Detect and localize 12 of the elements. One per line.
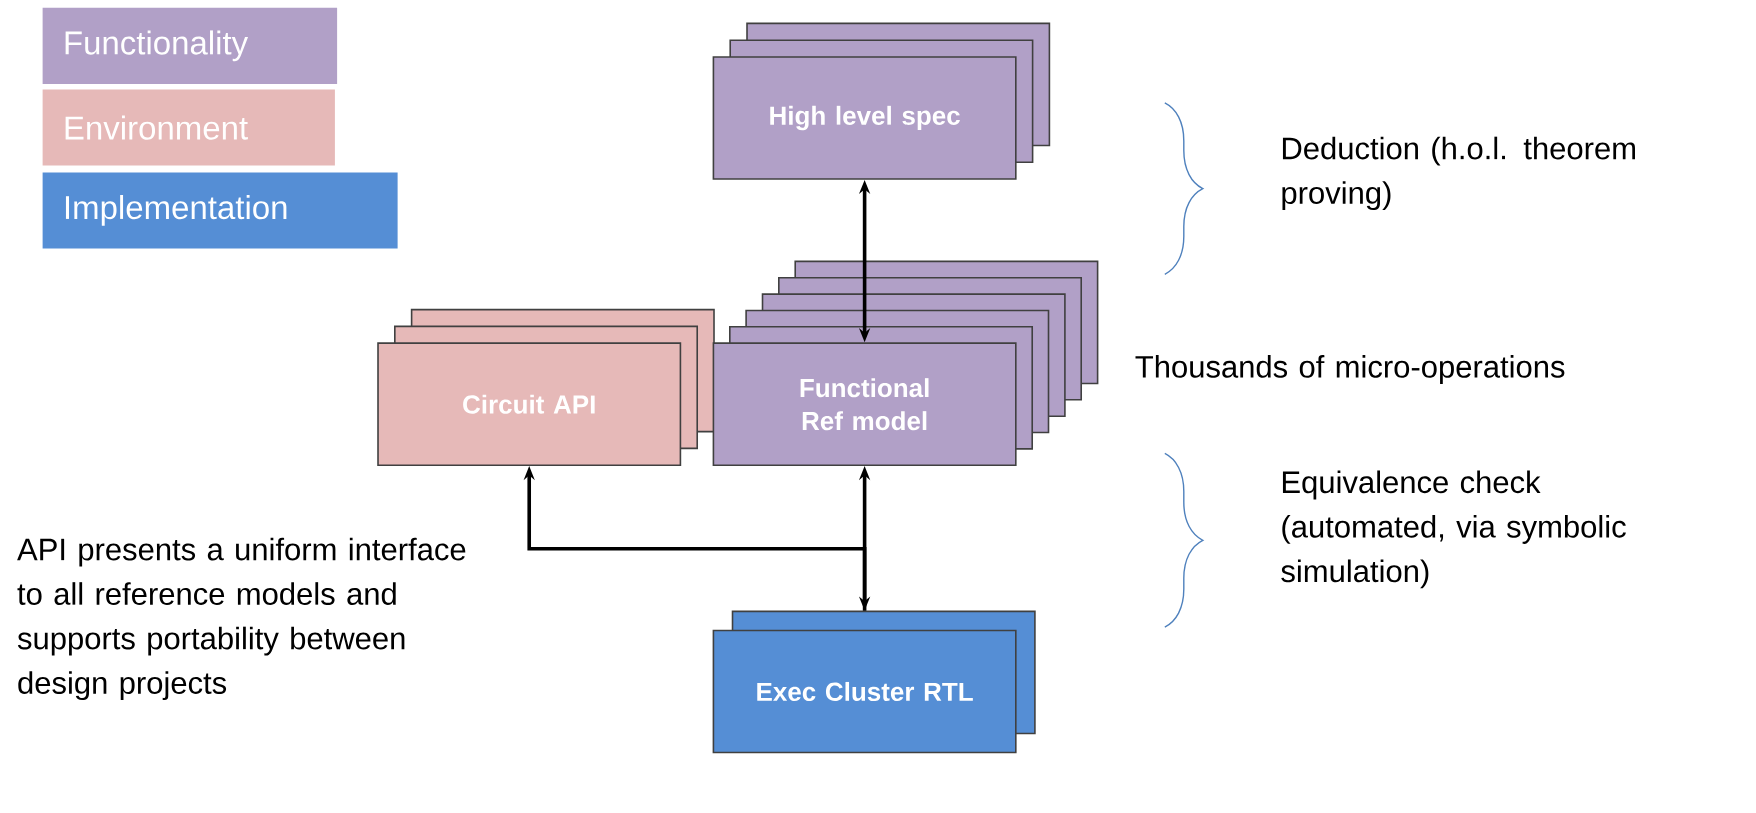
legend-item: Environment: [42, 89, 335, 166]
note-text: Thousands of micro-operations: [1135, 355, 1565, 384]
note-text: Deduction (h.o.l. theorem proving): [1282, 136, 1635, 211]
stacked-box: Functional Ref model: [712, 260, 1099, 467]
stacked-box: Circuit API: [377, 308, 715, 467]
stacked-box: High level spec: [712, 22, 1051, 180]
stacked-box: Exec Cluster RTL: [712, 610, 1036, 754]
node-label: Ref model: [802, 411, 927, 431]
note-text: Equivalence check (automated, via symbolic simulation): [1281, 470, 1626, 589]
legend-item: Functionality: [42, 7, 338, 84]
note-text: API presents a uniform interface to all reference models and supports portability between design projects: [17, 537, 466, 701]
legend-item: Implementation: [42, 172, 398, 249]
